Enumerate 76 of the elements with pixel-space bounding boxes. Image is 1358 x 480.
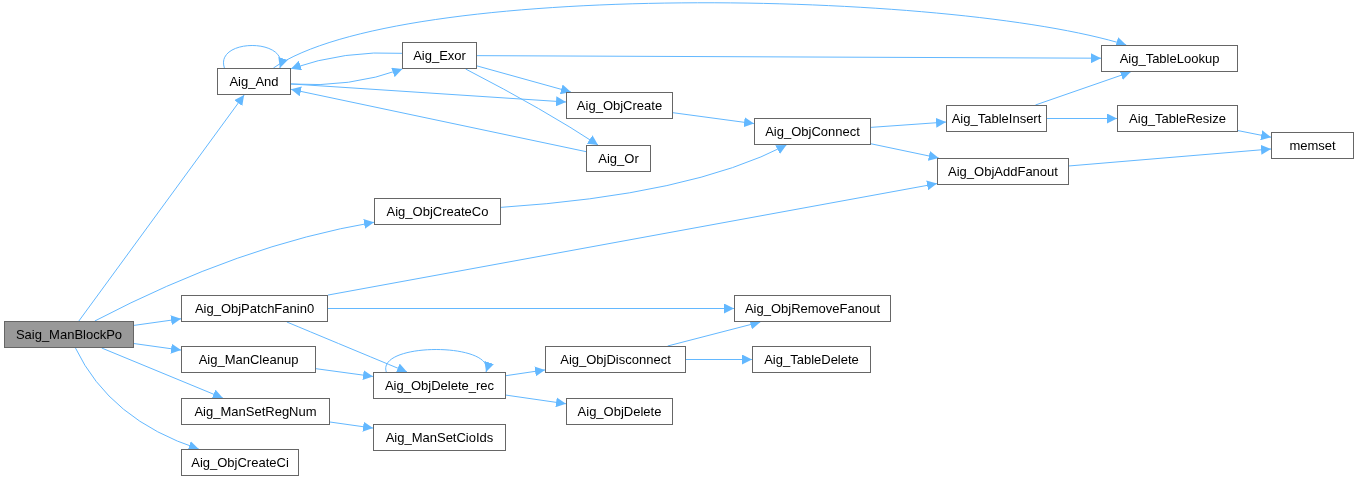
- function-box: [752, 346, 871, 373]
- function-box: [217, 68, 291, 95]
- call-arrow: [685, 354, 753, 365]
- call-arrow: [329, 421, 374, 432]
- function-name: Aig_ObjRemoveFanout: [744, 301, 881, 316]
- call-arrow: [500, 144, 787, 208]
- function-box: [754, 118, 871, 145]
- call-arrow: [78, 94, 245, 322]
- function-name: Aig_ObjConnect: [765, 124, 860, 139]
- function-name: Aig_ObjDelete_rec: [384, 378, 495, 393]
- call-arrow: [476, 53, 1102, 64]
- function-box: [545, 346, 686, 373]
- function-box: [566, 398, 673, 425]
- call-arrow: [286, 321, 408, 373]
- call-arrow: [94, 219, 375, 322]
- function-box: [1117, 105, 1238, 132]
- function-name: Saig_ManBlockPo: [15, 327, 123, 342]
- function-name: Aig_ObjAddFanout: [948, 164, 1058, 179]
- call-arrow: [290, 83, 567, 107]
- call-arrow: [465, 68, 599, 146]
- function-name: Aig_ObjDelete: [577, 404, 662, 419]
- call-arrow: [327, 303, 735, 314]
- function-name: Aig_Or: [598, 151, 639, 166]
- call-arrow: [290, 86, 587, 153]
- function-box: [181, 398, 330, 425]
- call-arrow: [1068, 144, 1272, 167]
- call-arrow: [101, 347, 224, 399]
- function-name: Aig_ObjPatchFanin0: [194, 301, 315, 316]
- function-box: [181, 449, 299, 476]
- call-arrow: [385, 349, 491, 373]
- function-name: Aig_ManCleanup: [198, 352, 299, 367]
- function-name: Aig_ManSetCioIds: [385, 430, 494, 445]
- function-box: [586, 145, 651, 172]
- function-box: [937, 158, 1069, 185]
- call-arrow: [315, 368, 374, 381]
- call-arrow: [74, 347, 200, 451]
- call-arrow: [476, 65, 572, 95]
- function-box: [181, 295, 328, 322]
- function-box: [373, 424, 506, 451]
- function-box: [566, 92, 673, 119]
- call-arrow: [1237, 130, 1272, 141]
- call-arrow: [505, 394, 567, 408]
- function-box: [946, 105, 1047, 132]
- call-arrow: [223, 45, 287, 69]
- function-box: [181, 346, 316, 373]
- function-box: [1101, 45, 1238, 72]
- call-arrow: [133, 343, 182, 354]
- function-name: Aig_TableInsert: [951, 111, 1042, 126]
- call-arrow: [870, 143, 940, 161]
- function-name: Aig_TableLookup: [1119, 51, 1220, 66]
- call-arrow: [327, 180, 938, 296]
- function-box: [373, 372, 506, 399]
- call-arrow: [1034, 70, 1132, 106]
- function-box: [734, 295, 891, 322]
- function-name: Aig_ObjCreateCo: [386, 204, 489, 219]
- function-name: Aig_Exor: [413, 48, 466, 63]
- function-box: [374, 198, 501, 225]
- function-name: memset: [1289, 138, 1336, 153]
- function-box: [4, 321, 134, 348]
- function-name: Aig_ObjCreateCi: [191, 455, 289, 470]
- call-arrow: [505, 366, 546, 377]
- call-arrow: [1046, 113, 1118, 124]
- function-name: Aig_ObjCreate: [576, 98, 663, 113]
- function-name: Aig_TableResize: [1129, 111, 1226, 126]
- call-arrow: [290, 52, 403, 71]
- function-box: [402, 42, 477, 69]
- function-name: Aig_And: [229, 74, 279, 89]
- call-arrow: [870, 117, 947, 128]
- call-arrow: [672, 112, 755, 128]
- call-arrow: [272, 2, 1127, 69]
- call-arrow: [133, 315, 182, 326]
- function-name: Aig_ObjDisconnect: [560, 352, 671, 367]
- function-name: Aig_ManSetRegNum: [194, 404, 317, 419]
- function-name: Aig_TableDelete: [764, 352, 859, 367]
- call-arrow: [290, 67, 403, 86]
- function-box: [1271, 132, 1354, 159]
